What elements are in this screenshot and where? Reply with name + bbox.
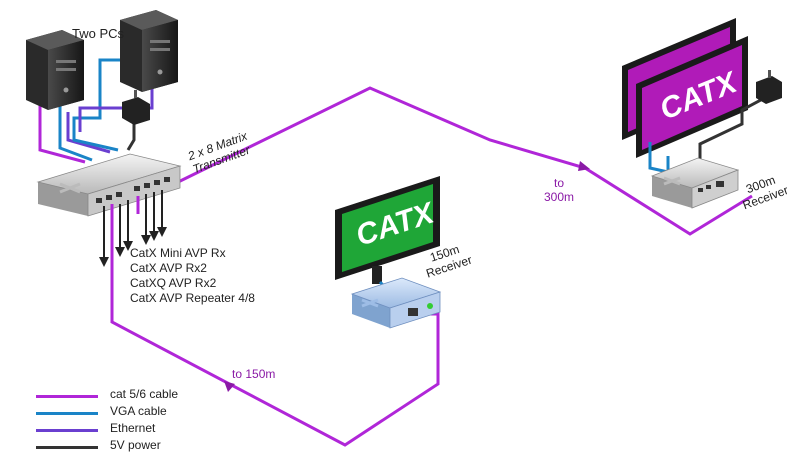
cat-cable-to-150m: [110, 226, 440, 447]
compatible-item: CatX AVP Rx2: [130, 261, 207, 275]
cat-cable-to-300m: [169, 86, 753, 236]
compatible-item: CatXQ AVP Rx2: [130, 276, 217, 290]
transmitter-purple-outputs: [110, 196, 140, 226]
to-150m-label: to 150m: [232, 367, 276, 381]
legend-label-ethernet: Ethernet: [110, 421, 156, 435]
to-150m-arrowhead: [224, 381, 235, 392]
legend-swatch-power: [36, 446, 98, 449]
monitor-magenta-front: CATX: [636, 36, 748, 158]
receiver-150m: [350, 277, 442, 329]
legend-swatch-vga: [36, 412, 98, 415]
compatible-list: CatX Mini AVP Rx CatX AVP Rx2 CatXQ AVP …: [130, 246, 255, 306]
pc-tower-right: [120, 10, 178, 92]
to-300m-label-line2: 300m: [544, 190, 575, 204]
legend-label-cat: cat 5/6 cable: [110, 387, 179, 401]
power-cable-300m: [698, 92, 773, 166]
compatible-item: CatX Mini AVP Rx: [130, 246, 226, 260]
legend-swatch-cat: [36, 395, 98, 398]
vga-cables-300m: [648, 142, 670, 174]
pc-cables: [38, 58, 154, 164]
to-300m-label: to 300m: [544, 176, 574, 204]
power-supply-receiver: [756, 70, 782, 104]
to-300m-label-line1: to: [554, 176, 565, 190]
monitor-green: CATX: [335, 176, 440, 284]
to-300m-arrowhead: [578, 161, 590, 171]
legend-label-vga: VGA cable: [110, 404, 167, 418]
legend-label-power: 5V power: [110, 438, 161, 452]
transmitter-output-arrows: [99, 190, 167, 267]
pc-tower-left: [26, 30, 84, 110]
power-supply-transmitter: [122, 90, 150, 125]
pcs-label: Two PCs: [72, 26, 125, 41]
receiver-300m: [650, 157, 740, 209]
matrix-transmitter: [36, 153, 182, 217]
compatible-item: CatX AVP Repeater 4/8: [130, 291, 255, 305]
legend-swatch-ethernet: [36, 429, 98, 432]
